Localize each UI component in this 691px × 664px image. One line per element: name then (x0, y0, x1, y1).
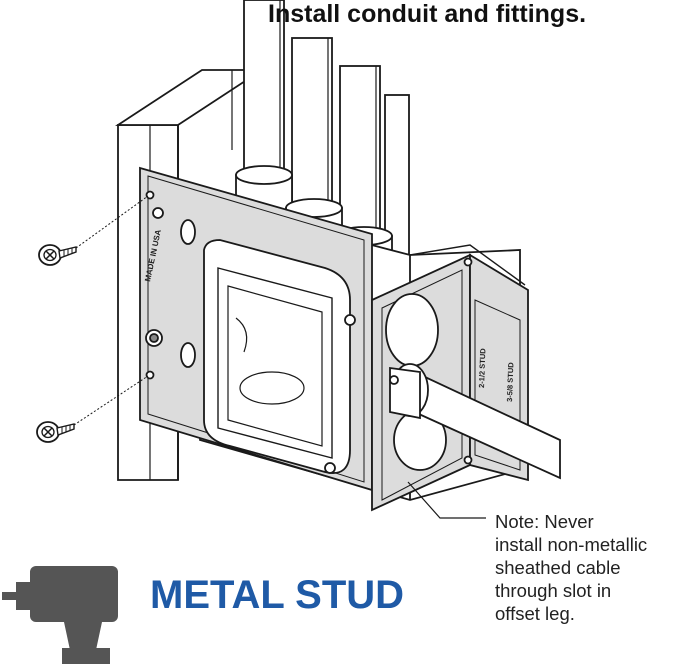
note-leader-line (407, 481, 486, 519)
note-line: offset leg. (495, 603, 575, 624)
note-line: through slot in (495, 580, 612, 601)
note-line: Note: Never (495, 511, 594, 532)
screw-guide-line (73, 375, 149, 426)
mud-ring (203, 239, 356, 474)
drill-icon (2, 566, 118, 664)
note-line: sheathed cable (495, 557, 621, 578)
screw-guide-line (75, 195, 149, 249)
metal-stud-title: METAL STUD (150, 573, 405, 617)
screw-icon (36, 421, 75, 443)
warning-note: Note: Never install non-metallic sheathe… (495, 510, 691, 625)
stud-3-5-8-label: 3-5/8 STUD (505, 362, 515, 402)
step-heading: Install conduit and fittings. (268, 0, 587, 28)
note-line: install non-metallic (495, 534, 648, 555)
side-conduit (389, 363, 561, 480)
screw-icon (38, 244, 77, 266)
stud-2-1-2-label: 2-1/2 STUD (477, 348, 487, 388)
